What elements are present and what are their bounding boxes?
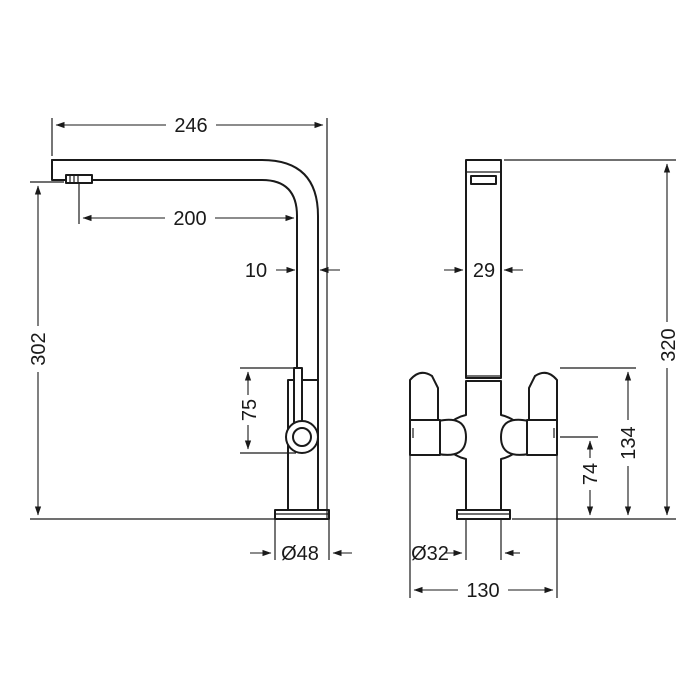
- front-right-handle: [528, 371, 558, 421]
- dim-side-height: 302: [28, 332, 50, 365]
- dim-front-height: 320: [658, 328, 680, 361]
- dim-spout-reach-total: 246: [174, 115, 207, 137]
- front-left-handle: [409, 371, 439, 421]
- front-right-handle-block: [526, 419, 558, 456]
- dim-base-diameter-front: Ø32: [411, 543, 449, 565]
- front-view: 29 320 134 74 Ø32 130: [409, 159, 680, 603]
- spout-outer-edge: [51, 159, 319, 511]
- side-lever-knob-outer: [285, 420, 319, 454]
- dim-front-tube-width: 29: [473, 260, 495, 282]
- dim-handle-span: 130: [466, 580, 499, 602]
- dim-spout-reach-inner: 200: [173, 208, 206, 230]
- side-lever-knob-inner: [292, 427, 312, 447]
- spout-inner-edge: [51, 159, 298, 373]
- front-nozzle: [470, 175, 497, 185]
- front-left-handle-block: [409, 419, 441, 456]
- dim-base-diameter-side: Ø48: [281, 543, 319, 565]
- front-hub-right: [500, 418, 530, 456]
- side-lever-stem: [293, 367, 303, 429]
- front-hub-left: [437, 418, 467, 456]
- dim-lever-height: 75: [239, 399, 261, 421]
- dim-handle-top-height: 134: [618, 426, 640, 459]
- dim-spout-tube-width: 10: [245, 260, 267, 282]
- side-view: 246 200 10 302 75 Ø48: [25, 112, 352, 565]
- dim-handle-center-height: 74: [580, 463, 602, 485]
